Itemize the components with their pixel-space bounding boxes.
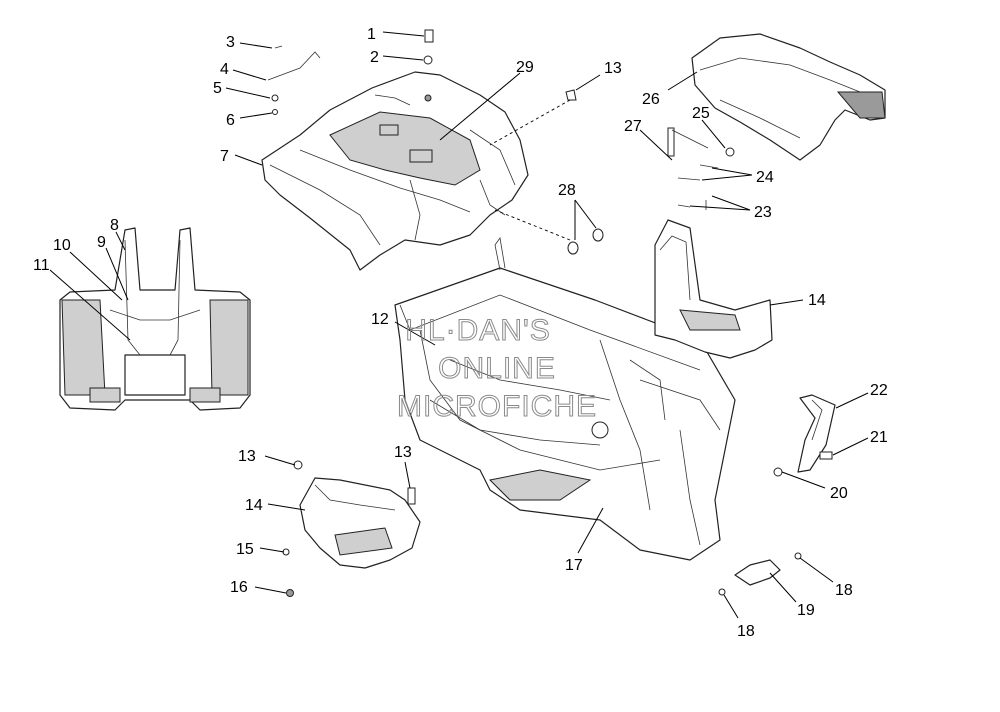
callout-17: 17 [565,557,583,574]
callout-10: 10 [53,237,71,254]
callout-13-left: 13 [238,448,256,465]
callout-9: 9 [97,234,106,251]
front-cab [59,227,251,411]
hardware [267,29,833,597]
callout-12: 12 [371,311,389,328]
callout-29: 29 [516,59,534,76]
rear-cab-fender [261,71,529,271]
callout-16: 16 [230,579,248,596]
seat [691,33,886,161]
callout-19: 19 [797,602,815,619]
callout-27: 27 [624,118,642,135]
callout-18-right: 18 [835,582,853,599]
footwell-left [299,477,421,569]
callout-21: 21 [870,429,888,446]
callout-14-right: 14 [808,292,826,309]
callout-7: 7 [220,148,229,165]
callout-labels: 1 2 3 4 5 6 7 8 9 10 11 12 13 13 13 14 1… [33,26,888,640]
callout-8: 8 [110,217,119,234]
callout-26: 26 [642,91,660,108]
watermark: HL·DAN'S ONLINE MICROFICHE [397,314,597,424]
footwell-right [654,219,773,359]
watermark-line-2: ONLINE [438,352,556,385]
frame [394,236,736,561]
callout-5: 5 [213,80,222,97]
callout-25: 25 [692,105,710,122]
bracket-19 [734,559,781,586]
callout-15: 15 [236,541,254,558]
watermark-line-3: MICROFICHE [397,390,597,423]
callout-6: 6 [226,112,235,129]
callout-24: 24 [756,169,774,186]
callout-18-bottom: 18 [737,623,755,640]
callout-22: 22 [870,382,888,399]
callout-20: 20 [830,485,848,502]
callout-4: 4 [220,61,229,78]
leader-lines [49,31,869,619]
callout-23: 23 [754,204,772,221]
callout-13-mid: 13 [394,444,412,461]
callout-11: 11 [33,257,50,274]
callout-3: 3 [226,34,235,51]
callout-13-top: 13 [604,60,622,77]
callout-1: 1 [367,26,376,43]
callout-28: 28 [558,182,576,199]
callout-2: 2 [370,49,379,66]
bracket-22 [797,394,836,473]
watermark-line-1: HL·DAN'S [405,314,550,347]
callout-14-left: 14 [245,497,263,514]
